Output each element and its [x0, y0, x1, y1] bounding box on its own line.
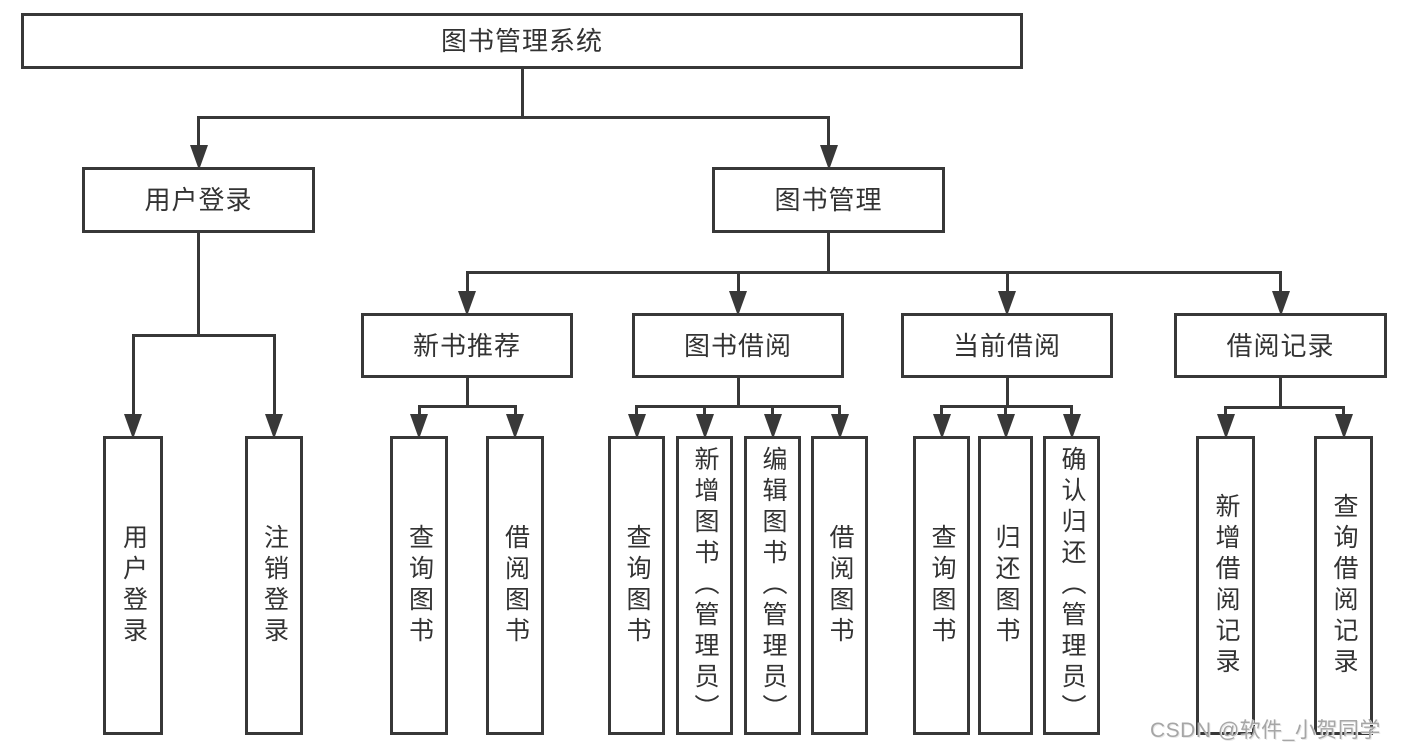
connector-line	[940, 407, 943, 418]
node-root-label: 图书管理系统	[440, 26, 603, 56]
connector-line	[940, 404, 1073, 408]
node-leaf-query-books-2: 查询图书	[608, 436, 665, 735]
node-leaf-add-book-admin-label: 新增图书（管理员）	[691, 446, 719, 725]
node-leaf-logout-label: 注销登录	[260, 523, 289, 648]
arrowhead-down-icon	[1216, 414, 1235, 439]
node-leaf-logout: 注销登录	[245, 436, 303, 735]
connector-line	[520, 68, 524, 119]
node-leaf-query-books-3: 查询图书	[913, 436, 970, 735]
connector-line	[1224, 405, 1345, 409]
arrowhead-down-icon	[410, 414, 428, 439]
connector-line	[703, 407, 706, 418]
arrowhead-down-icon	[729, 291, 747, 316]
node-leaf-user-login-label: 用户登录	[119, 523, 148, 648]
connector-line	[736, 273, 740, 295]
node-leaf-user-login: 用户登录	[103, 436, 163, 735]
connector-line	[465, 273, 469, 295]
connector-line	[197, 232, 200, 337]
connector-line	[1004, 407, 1007, 418]
connector-line	[838, 407, 841, 418]
node-book-borrow-label: 图书借阅	[683, 330, 792, 361]
node-current-borrow-label: 当前借阅	[952, 330, 1061, 361]
arrowhead-down-icon	[627, 414, 646, 439]
node-leaf-query-books-1-label: 查询图书	[405, 523, 434, 648]
arrowhead-down-icon	[458, 291, 476, 316]
connector-line	[827, 118, 830, 149]
node-leaf-borrow-books-2: 借阅图书	[811, 436, 868, 735]
arrowhead-down-icon	[830, 414, 849, 439]
connector-line	[197, 115, 830, 119]
arrowhead-down-icon	[998, 291, 1016, 316]
csdn-watermark: CSDN @软件_小贺同学	[1150, 714, 1402, 744]
connector-line	[1070, 407, 1073, 418]
node-book-borrow: 图书借阅	[632, 313, 844, 378]
node-leaf-add-book-admin: 新增图书（管理员）	[676, 436, 733, 735]
node-leaf-borrow-books-1: 借阅图书	[486, 436, 544, 735]
node-borrow-records-label: 借阅记录	[1226, 330, 1335, 361]
node-leaf-confirm-return-label: 确认归还（管理员）	[1058, 446, 1086, 725]
connector-line	[465, 377, 469, 408]
connector-line	[417, 407, 421, 418]
connector-line	[1005, 377, 1009, 408]
connector-line	[1279, 273, 1282, 295]
connector-line	[736, 377, 740, 408]
connector-line	[131, 336, 135, 418]
arrowhead-down-icon	[932, 414, 951, 439]
node-book-mgmt-label: 图书管理	[774, 185, 883, 215]
node-borrow-records: 借阅记录	[1174, 313, 1387, 378]
arrowhead-down-icon	[265, 414, 283, 439]
arrowhead-down-icon	[506, 414, 524, 439]
node-user-login-label: 用户登录	[144, 185, 253, 215]
connector-line	[417, 404, 517, 408]
arrowhead-down-icon	[1062, 414, 1081, 439]
arrowhead-down-icon	[819, 145, 838, 170]
node-leaf-return-books-label: 归还图书	[992, 523, 1020, 648]
node-leaf-borrow-books-2-label: 借阅图书	[826, 523, 854, 648]
node-leaf-add-borrow-record-label: 新增借阅记录	[1212, 492, 1240, 679]
connector-line	[771, 407, 774, 418]
node-leaf-confirm-return: 确认归还（管理员）	[1043, 436, 1100, 735]
node-leaf-query-borrow-record-label: 查询借阅记录	[1330, 492, 1358, 679]
arrowhead-down-icon	[1334, 414, 1353, 439]
node-current-borrow: 当前借阅	[901, 313, 1113, 378]
node-user-login: 用户登录	[82, 167, 315, 233]
node-leaf-query-books-1: 查询图书	[390, 436, 448, 735]
connector-line	[1224, 408, 1227, 418]
connector-line	[635, 407, 638, 418]
node-leaf-query-books-3-label: 查询图书	[928, 523, 956, 648]
arrowhead-down-icon	[996, 414, 1015, 439]
connector-line	[131, 333, 276, 337]
node-book-mgmt: 图书管理	[712, 167, 945, 233]
node-leaf-query-borrow-record: 查询借阅记录	[1314, 436, 1373, 735]
node-new-book-rec-label: 新书推荐	[412, 330, 521, 361]
connector-line	[827, 232, 830, 274]
csdn-watermark-text: CSDN @软件_小贺同学	[1150, 719, 1381, 742]
connector-line	[197, 118, 200, 149]
connector-line	[513, 407, 517, 418]
node-leaf-query-books-2-label: 查询图书	[623, 523, 651, 648]
node-leaf-return-books: 归还图书	[978, 436, 1033, 735]
arrowhead-down-icon	[189, 145, 208, 170]
connector-line	[635, 404, 841, 408]
node-leaf-add-borrow-record: 新增借阅记录	[1196, 436, 1255, 735]
arrowhead-down-icon	[124, 414, 142, 439]
arrowhead-down-icon	[695, 414, 714, 439]
connector-line	[1342, 408, 1345, 418]
arrowhead-down-icon	[763, 414, 782, 439]
arrowhead-down-icon	[1271, 291, 1290, 316]
node-leaf-borrow-books-1-label: 借阅图书	[501, 523, 530, 648]
node-new-book-rec: 新书推荐	[361, 313, 573, 378]
connector-line	[1279, 377, 1282, 409]
node-root: 图书管理系统	[21, 13, 1023, 69]
node-leaf-edit-book-admin: 编辑图书（管理员）	[744, 436, 801, 735]
connector-line	[465, 270, 1282, 274]
node-leaf-edit-book-admin-label: 编辑图书（管理员）	[759, 446, 787, 725]
connector-line	[1005, 273, 1009, 295]
connector-line	[272, 336, 276, 418]
